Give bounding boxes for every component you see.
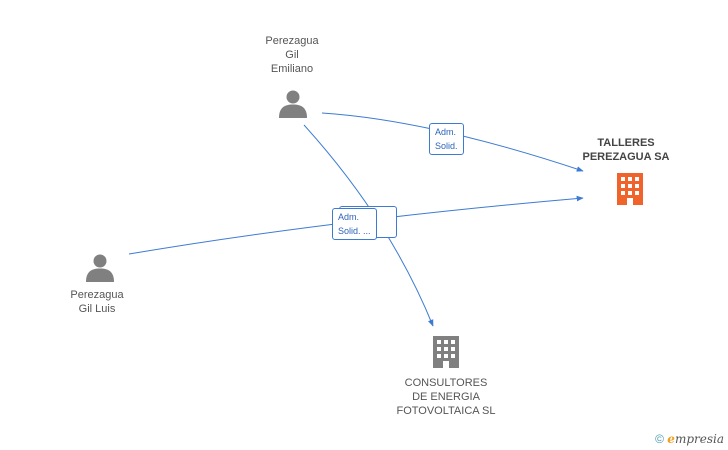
edge-label-top-line-2: Solid.	[435, 141, 458, 151]
node-talleres-line-1: TALLERES	[597, 137, 655, 149]
person-icon[interactable]	[278, 89, 308, 119]
node-consultores-label: CONSULTORES DE ENERGIA FOTOVOLTAICA SL	[381, 376, 511, 418]
node-luis-line-1: Perezagua	[70, 289, 124, 301]
node-consultores-line-3: FOTOVOLTAICA SL	[396, 405, 496, 417]
person-icon[interactable]	[85, 253, 115, 283]
node-luis-line-2: Gil Luis	[78, 303, 116, 315]
node-consultores-line-2: DE ENERGIA	[412, 391, 480, 403]
node-consultores-line-1: CONSULTORES	[404, 377, 488, 389]
node-luis-label: Perezagua Gil Luis	[57, 288, 137, 316]
copyright-symbol: ©	[655, 432, 664, 446]
footer-brand[interactable]: © empresia	[655, 432, 724, 446]
edge-label-middle-line-1: Adm.	[338, 212, 360, 222]
edge-label-more: ...	[363, 226, 371, 236]
node-emiliano-line-2: Gil	[285, 49, 299, 61]
node-emiliano-line-3: Emiliano	[270, 63, 314, 75]
node-emiliano-label: Perezagua Gil Emiliano	[252, 34, 332, 76]
building-icon[interactable]	[430, 335, 462, 369]
node-talleres-line-2: PEREZAGUA SA	[582, 151, 670, 163]
edge-label-top[interactable]: Adm. Solid.	[429, 123, 464, 155]
edge-label-middle-line-2: Solid. ...	[338, 226, 371, 236]
node-talleres-label: TALLERES PEREZAGUA SA	[566, 136, 686, 164]
edge-label-middle[interactable]: Adm. Solid. ...	[332, 208, 377, 240]
edge-label-top-line-1: Adm.	[435, 127, 457, 137]
building-icon[interactable]	[614, 172, 646, 206]
brand-logo: empresia	[667, 432, 724, 446]
node-emiliano-line-1: Perezagua	[265, 35, 319, 47]
